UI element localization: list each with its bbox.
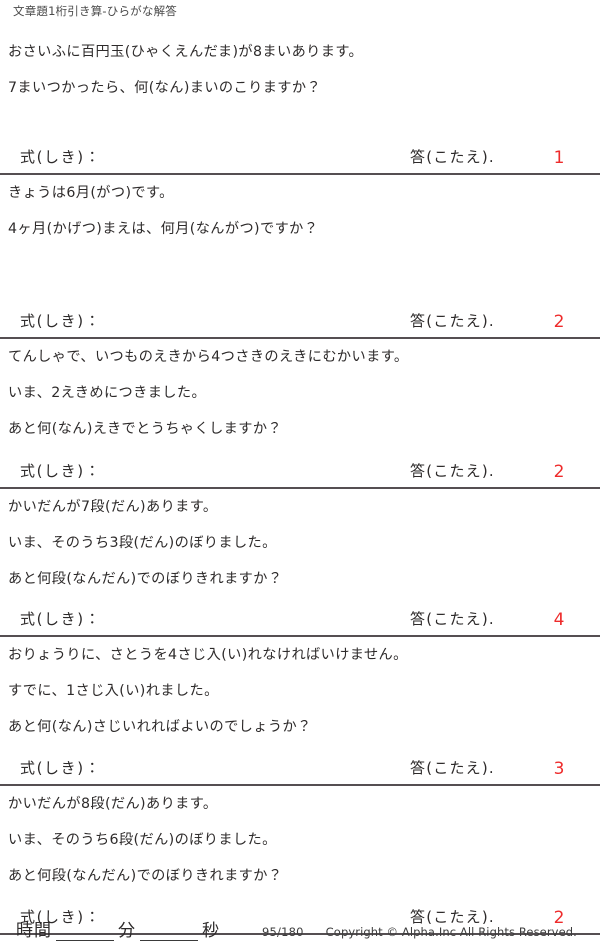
seconds-label: 秒: [202, 921, 220, 941]
expression-label: 式(しき)：: [20, 462, 102, 480]
problem-line: 7まいつかったら、何(なん)まいのこりますか？: [8, 79, 322, 96]
answer-value: 2: [553, 312, 565, 332]
problem-line: かいだんが8段(だん)あります。: [8, 795, 218, 812]
answer-value: 2: [553, 908, 565, 928]
answer-value: 2: [553, 462, 565, 482]
problem-text: てんしゃで、いつものえきから4つさきのえきにむかいます。いま、2えきめにつきまし…: [0, 339, 600, 447]
time-label: 時間: [16, 921, 52, 941]
problem-block: きょうは6月(がつ)です。 4ヶ月(かげつ)まえは、何月(なんがつ)ですか？ 式(し…: [0, 175, 600, 339]
copyright-row: 95/180 Copyright © Alpha.Inc All Rights …: [262, 925, 577, 939]
answer-label: 答(こたえ).: [410, 759, 495, 777]
problem-line: いま、そのうち6段(だん)のぼりました。: [8, 831, 277, 848]
answer-label: 答(こたえ).: [410, 462, 495, 480]
problem-block: かいだんが7段(だん)あります。いま、そのうち3段(だん)のぼりました。あと何段…: [0, 489, 600, 637]
problem-line: かいだんが7段(だん)あります。: [8, 498, 218, 515]
problem-line: いま、そのうち3段(だん)のぼりました。: [8, 534, 277, 551]
problem-line: 4ヶ月(かげつ)まえは、何月(なんがつ)ですか？: [8, 220, 319, 237]
problem-line: あと何(なん)えきでとうちゃくしますか？: [8, 420, 283, 437]
problem-block: てんしゃで、いつものえきから4つさきのえきにむかいます。いま、2えきめにつきまし…: [0, 339, 600, 489]
problem-text: きょうは6月(がつ)です。 4ヶ月(かげつ)まえは、何月(なんがつ)ですか？: [0, 175, 600, 247]
problem-list: おさいふに百円玉(ひゃくえんだま)が8まいあります。 7まいつかったら、何(なん)…: [0, 34, 600, 935]
problem-line: あと何段(なんだん)でのぼりきれますか？: [8, 867, 283, 884]
answer-value: 1: [553, 148, 565, 168]
problem-text: おさいふに百円玉(ひゃくえんだま)が8まいあります。 7まいつかったら、何(なん)…: [0, 34, 600, 106]
expression-label: 式(しき)：: [20, 610, 102, 628]
answer-row: 式(しき)： 答(こたえ). 2: [0, 301, 600, 339]
spacer: [0, 247, 600, 301]
problem-line: いま、2えきめにつきました。: [8, 384, 207, 401]
answer-row: 式(しき)： 答(こたえ). 2: [0, 897, 600, 935]
answer-label: 答(こたえ).: [410, 312, 495, 330]
copyright-text: Copyright © Alpha.Inc All Rights Reserve…: [325, 925, 577, 939]
expression-label: 式(しき)：: [20, 759, 102, 777]
problem-line: あと何段(なんだん)でのぼりきれますか？: [8, 570, 283, 587]
problem-line: あと何(なん)さじいれればよいのでしょうか？: [8, 718, 312, 735]
minutes-blank[interactable]: [56, 922, 114, 941]
answer-row: 式(しき)： 答(こたえ). 4: [0, 599, 600, 637]
answer-label: 答(こたえ).: [410, 148, 495, 166]
problem-line: すでに、1さじ入(い)れました。: [8, 682, 219, 699]
expression-label: 式(しき)：: [20, 148, 102, 166]
answer-value: 4: [553, 610, 565, 630]
problem-text: かいだんが8段(だん)あります。いま、そのうち6段(だん)のぼりました。あと何段…: [0, 786, 600, 894]
seconds-blank[interactable]: [140, 922, 198, 941]
answer-row: 式(しき)： 答(こたえ). 1: [0, 137, 600, 175]
minutes-label: 分: [118, 921, 136, 941]
problem-block: かいだんが8段(だん)あります。いま、そのうち6段(だん)のぼりました。あと何段…: [0, 786, 600, 935]
page-title: 文章題1桁引き算-ひらがな解答: [13, 4, 177, 18]
page-number: 95/180: [262, 925, 304, 939]
problem-block: おさいふに百円玉(ひゃくえんだま)が8まいあります。 7まいつかったら、何(なん)…: [0, 34, 600, 175]
problem-line: おりょうりに、さとうを4さじ入(い)れなければいけません。: [8, 646, 408, 663]
answer-label: 答(こたえ).: [410, 908, 495, 926]
problem-text: かいだんが7段(だん)あります。いま、そのうち3段(だん)のぼりました。あと何段…: [0, 489, 600, 597]
answer-row: 式(しき)： 答(こたえ). 2: [0, 451, 600, 489]
problem-text: おりょうりに、さとうを4さじ入(い)れなければいけません。すでに、1さじ入(い)…: [0, 637, 600, 745]
spacer: [0, 106, 600, 137]
problem-line: きょうは6月(がつ)です。: [8, 184, 174, 201]
problem-block: おりょうりに、さとうを4さじ入(い)れなければいけません。すでに、1さじ入(い)…: [0, 637, 600, 786]
page-footer: 時間 分 秒 95/180 Copyright © Alpha.Inc All …: [0, 913, 600, 943]
answer-label: 答(こたえ).: [410, 610, 495, 628]
expression-label: 式(しき)：: [20, 312, 102, 330]
answer-value: 3: [553, 759, 565, 779]
answer-row: 式(しき)： 答(こたえ). 3: [0, 748, 600, 786]
expression-label: 式(しき)：: [20, 908, 102, 926]
problem-line: おさいふに百円玉(ひゃくえんだま)が8まいあります。: [8, 43, 364, 60]
time-entry-row: 時間 分 秒: [14, 916, 222, 941]
problem-line: てんしゃで、いつものえきから4つさきのえきにむかいます。: [8, 348, 409, 365]
